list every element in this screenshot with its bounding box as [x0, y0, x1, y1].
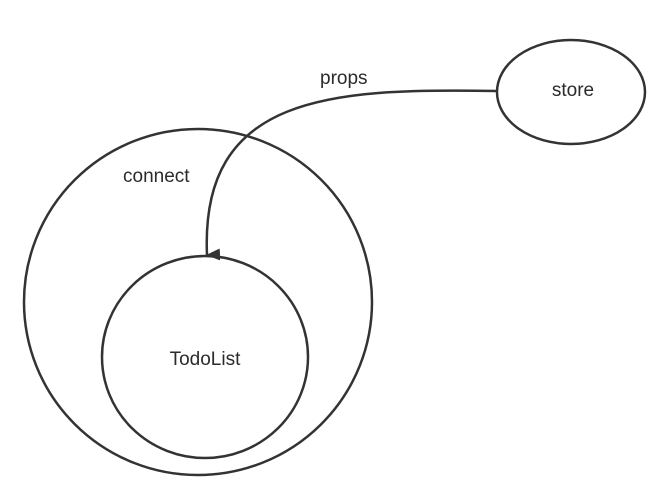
props-edge-arrow	[205, 89, 497, 261]
store-label: store	[552, 80, 594, 101]
store-node-shape	[495, 38, 647, 146]
props-edge-label: props	[320, 68, 368, 89]
connect-label: connect	[123, 166, 190, 187]
todolist-label: TodoList	[170, 349, 241, 370]
todolist-node-shape	[100, 254, 310, 460]
connect-node-shape	[22, 127, 374, 477]
